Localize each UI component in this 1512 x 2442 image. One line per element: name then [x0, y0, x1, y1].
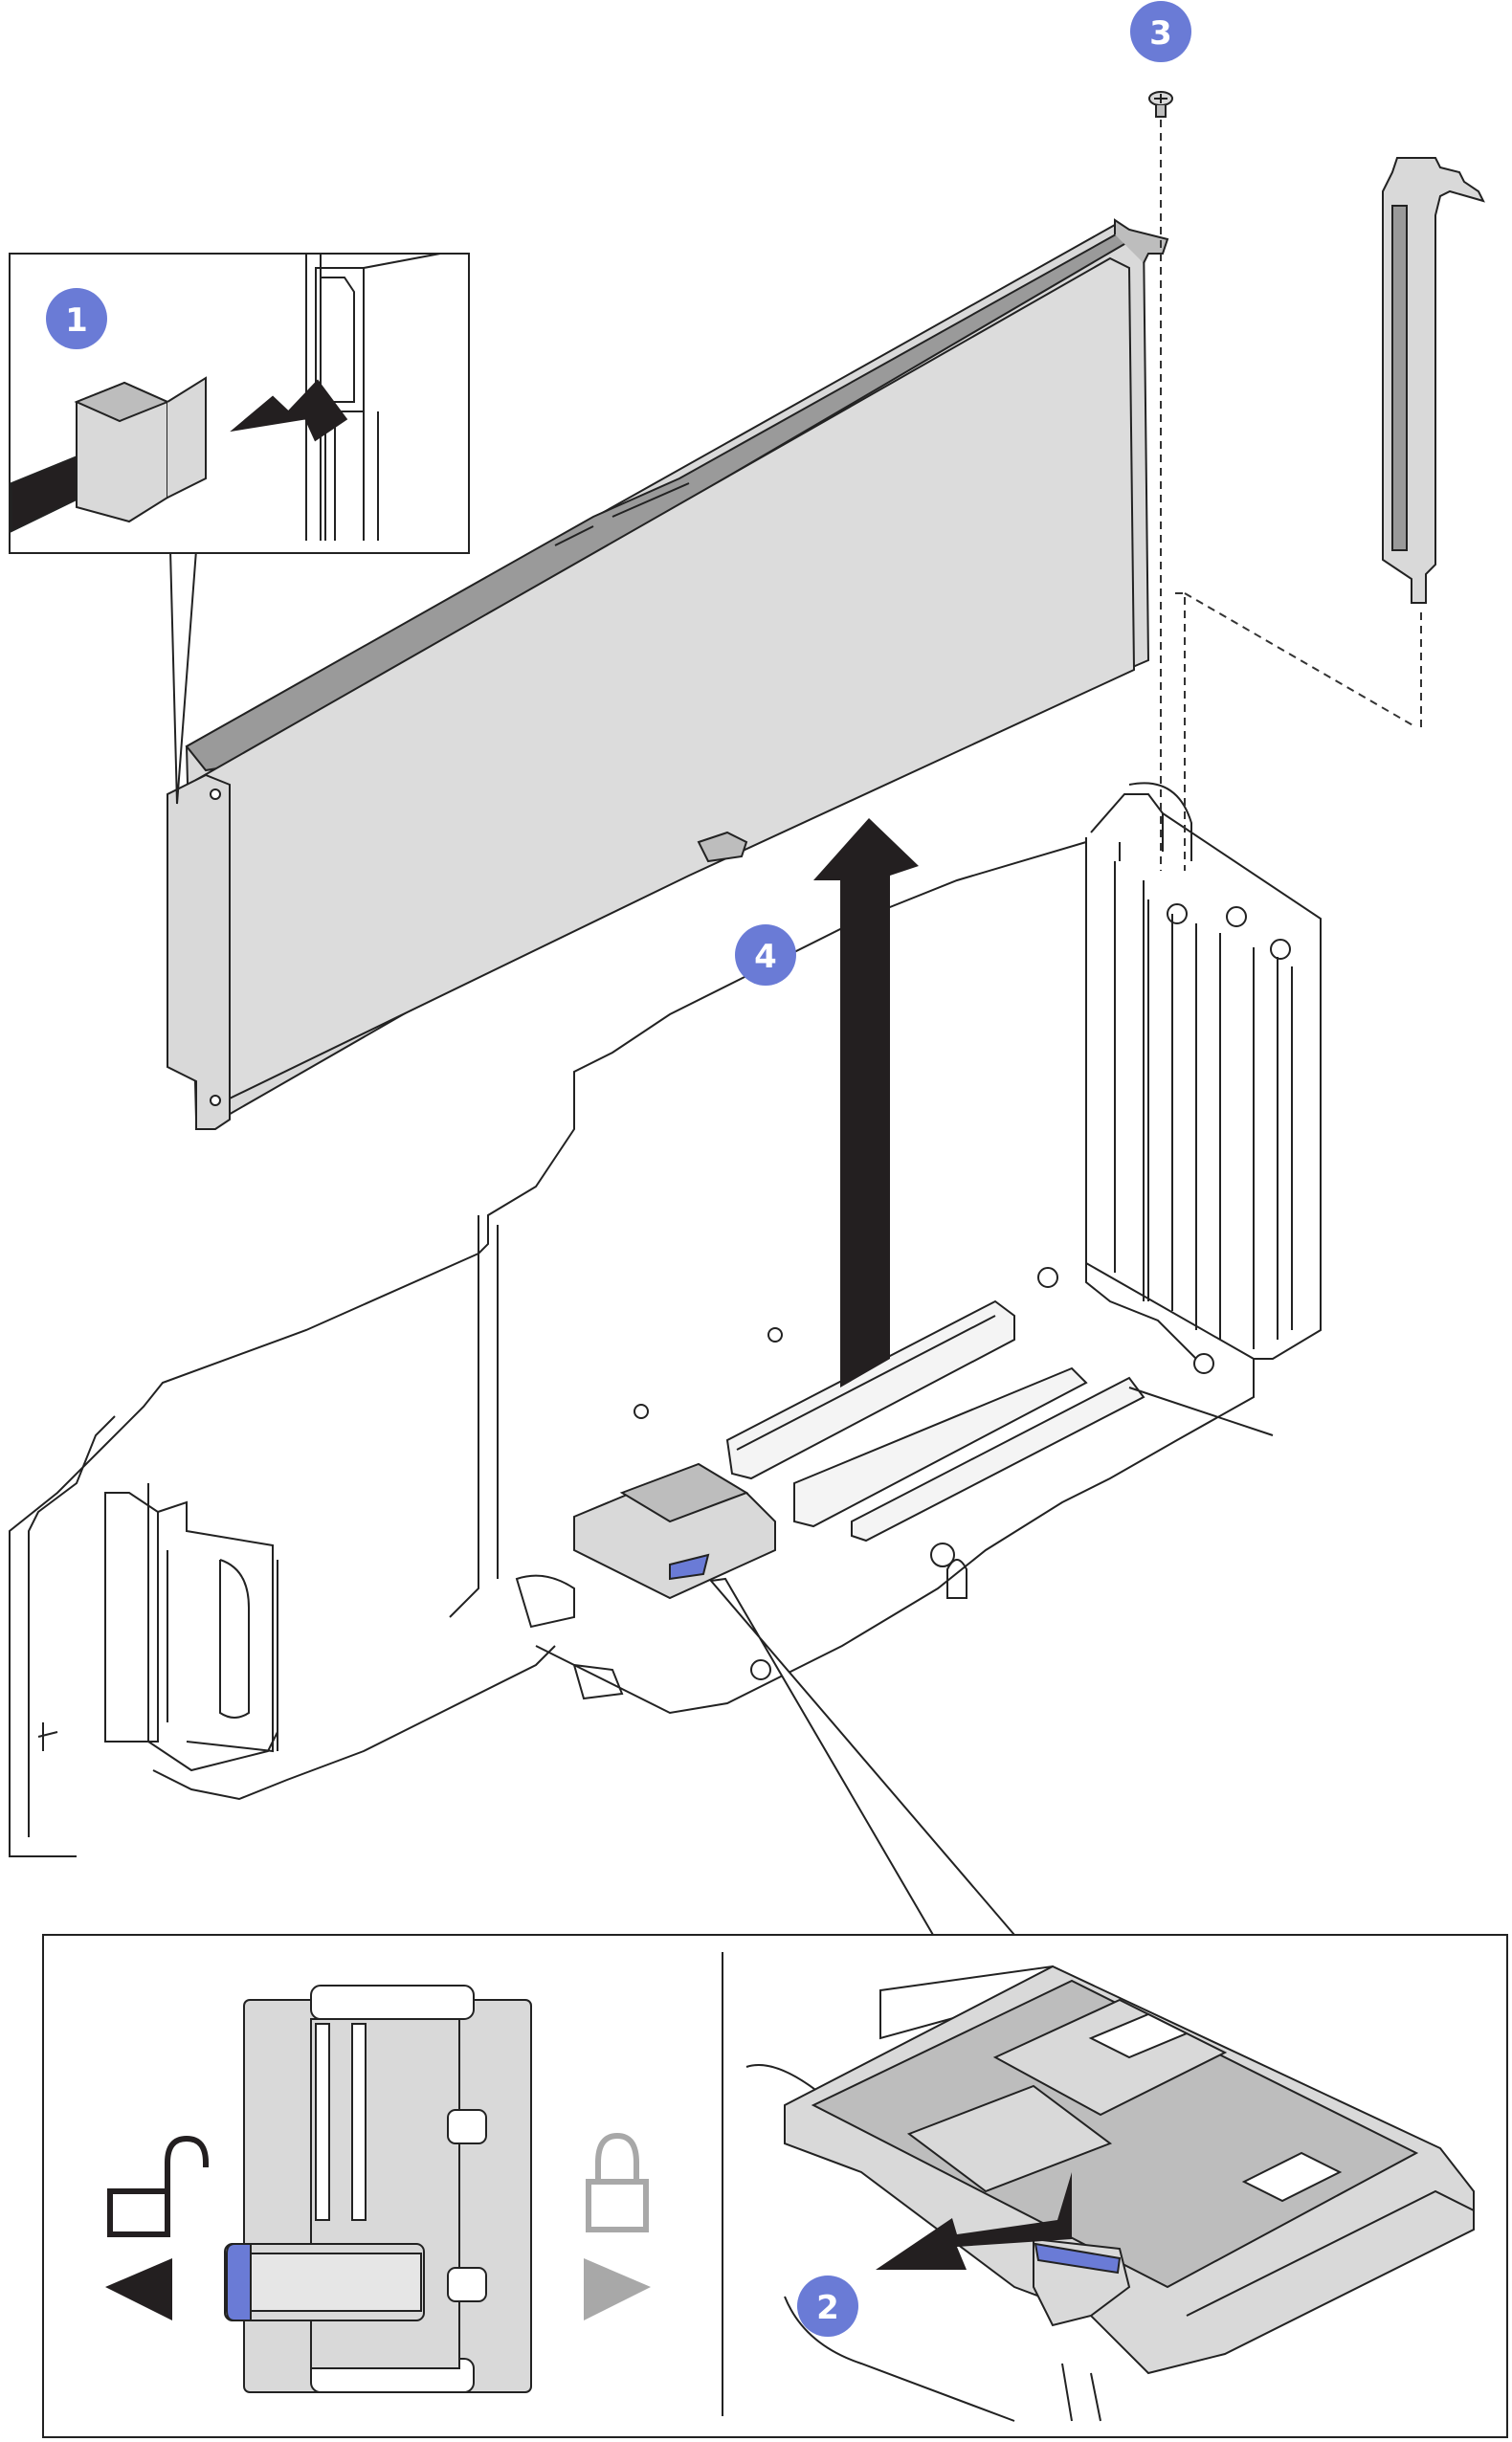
power-cable	[11, 376, 207, 533]
triangle-left-icon	[105, 2258, 172, 2320]
pcie-filler-bracket	[1382, 157, 1485, 604]
step-number-1: 1	[65, 301, 88, 340]
triangle-right-icon	[584, 2258, 651, 2320]
riser-latch-small	[515, 1462, 776, 1700]
step-number-2: 2	[816, 2289, 839, 2327]
latch-iso-view	[745, 1965, 1475, 2422]
screw	[1148, 91, 1173, 118]
step-badge-2: 2	[797, 2276, 858, 2337]
step-badge-1: 1	[46, 288, 107, 349]
step-number-3: 3	[1149, 14, 1172, 53]
step-number-4: 4	[754, 938, 777, 976]
lift-up-arrow	[813, 818, 919, 1388]
latch-top-view	[224, 1985, 532, 2393]
step-badge-3: 3	[1130, 1, 1191, 62]
disconnect-arrow	[230, 379, 348, 442]
slide-arrow	[876, 2172, 1072, 2270]
riser-cage	[1085, 782, 1322, 1360]
installation-guide-lines	[1160, 120, 1422, 871]
pcie-slots	[725, 1299, 1274, 1567]
lock-icon	[586, 2132, 649, 2232]
step-badge-4: 4	[735, 924, 796, 986]
unlock-icon	[107, 2135, 209, 2237]
riser-handle	[37, 1492, 274, 1753]
callout-box-2	[42, 1577, 1508, 2438]
gpu-adapter	[167, 218, 1169, 1130]
